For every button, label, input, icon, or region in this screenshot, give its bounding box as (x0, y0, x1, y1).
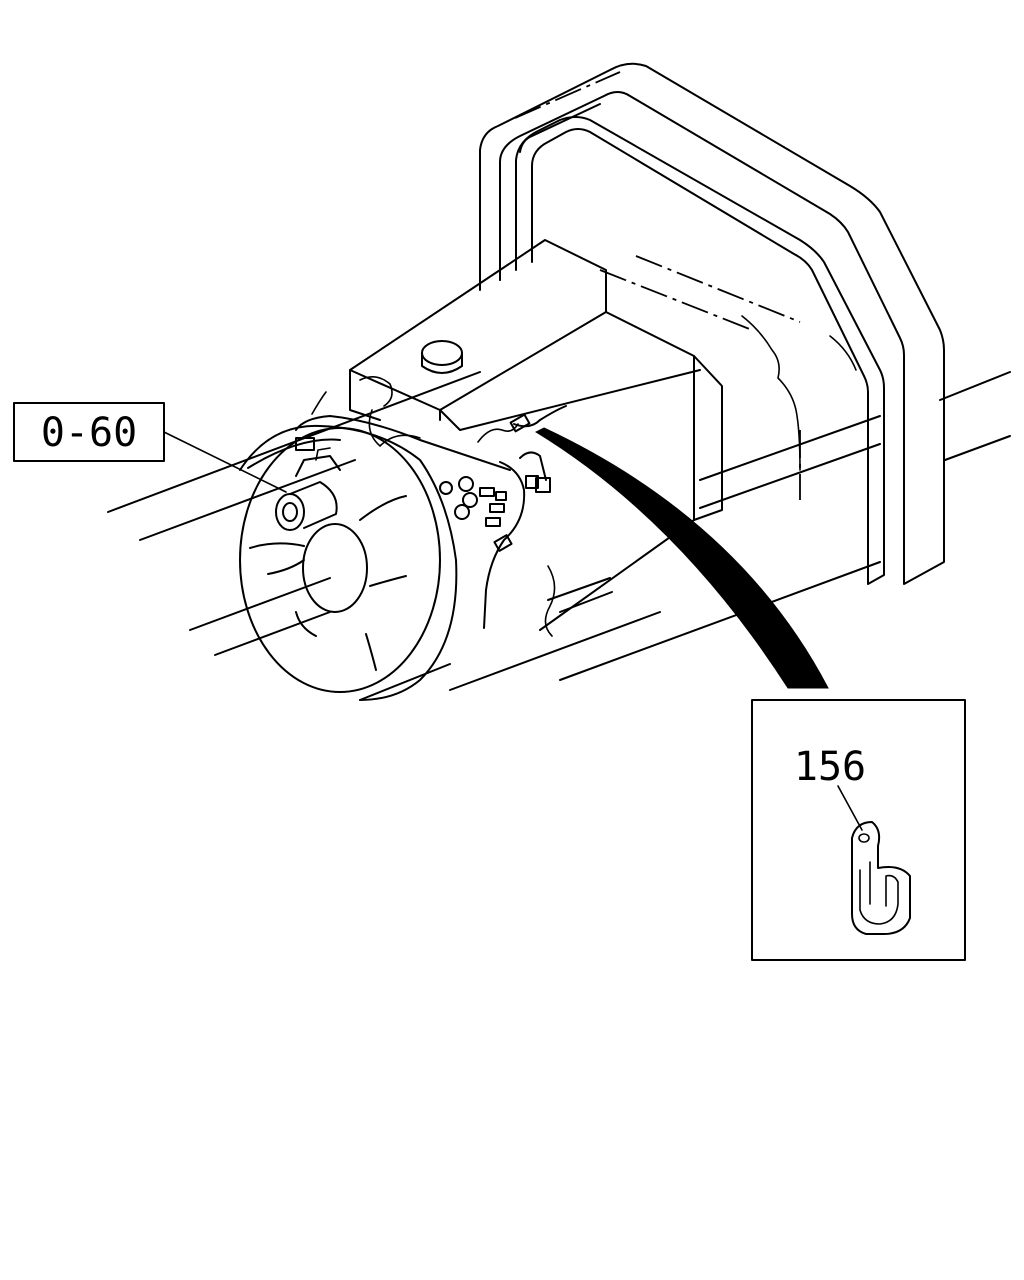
detail-inset: 156 (751, 699, 966, 961)
callout-label-0-60: 0-60 (41, 410, 137, 456)
clip-part-156 (851, 821, 911, 935)
frame-rails (107, 371, 1011, 691)
transmission-body (349, 239, 723, 637)
cab-outline (479, 62, 945, 585)
wiring-harness (295, 391, 567, 629)
callout-box-0-60: 0-60 (13, 402, 165, 462)
detail-part-number: 156 (794, 744, 866, 790)
leader-lines (163, 427, 829, 689)
clutch-housing (239, 424, 458, 701)
component-0-60 (275, 447, 341, 531)
